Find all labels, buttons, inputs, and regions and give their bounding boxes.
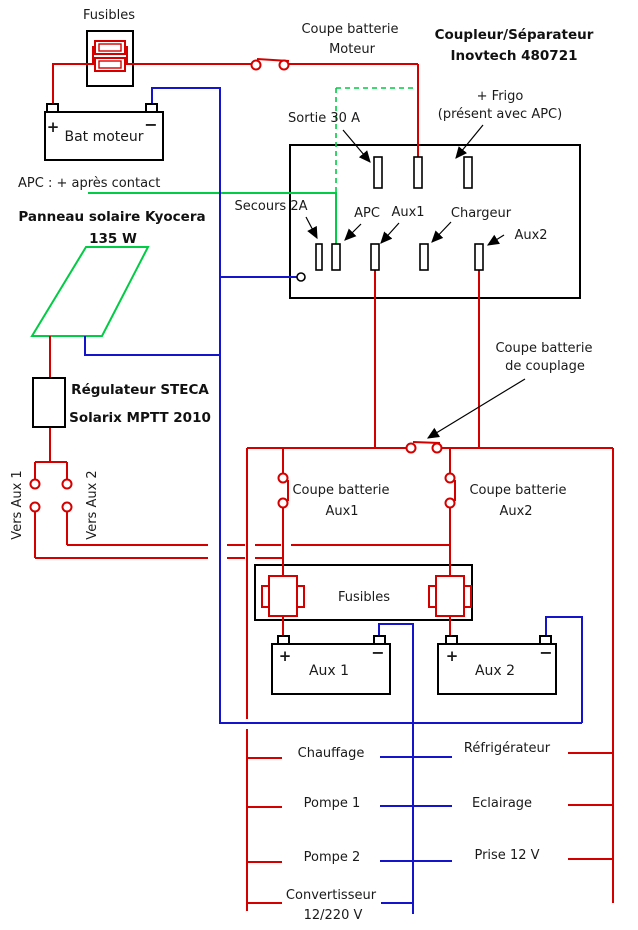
engine-battery-cutoff-switch xyxy=(250,58,290,71)
aux2-arrow xyxy=(486,234,505,246)
regulator-label-1: Régulateur STECA xyxy=(71,382,209,398)
engine-fuses xyxy=(94,40,126,72)
frigo-terminal xyxy=(463,156,473,189)
aux1-terminal xyxy=(370,243,380,271)
aux1-battery-label: Aux 1 xyxy=(309,663,349,679)
negative-wires xyxy=(84,87,583,914)
aux2-cutoff-switch xyxy=(444,472,456,509)
coupling-cutoff-label-2: de couplage xyxy=(505,359,585,374)
frigo-label-2: (présent avec APC) xyxy=(438,107,562,122)
aux2-fuse xyxy=(428,575,472,617)
engine-battery-label: Bat moteur xyxy=(64,129,143,145)
annotation-arrows xyxy=(305,124,526,439)
sortie-label: Sortie 30 A xyxy=(288,111,360,126)
load-convertisseur-1: Convertisseur xyxy=(286,888,377,903)
engine-cutoff-label-2: Moteur xyxy=(329,42,376,57)
aux1-minus: − xyxy=(371,643,384,662)
load-pompe2: Pompe 2 xyxy=(304,850,361,865)
frigo-label-1: + Frigo xyxy=(477,89,524,104)
apc-terminal xyxy=(331,243,341,271)
apc-note: APC : + après contact xyxy=(18,176,160,191)
secours-arrow xyxy=(305,216,318,240)
aux1-battery xyxy=(271,635,391,695)
load-convertisseur-2: 12/220 V xyxy=(304,908,363,923)
coupler-title-2: Inovtech 480721 xyxy=(451,48,578,64)
aux2-minus: − xyxy=(539,643,552,662)
positive-wires xyxy=(34,46,614,911)
aux2-battery-label: Aux 2 xyxy=(475,663,515,679)
aux2-cutoff-label-2: Aux2 xyxy=(499,504,532,519)
solar-panel-label-2: 135 W xyxy=(89,231,137,247)
aux2-plus: + xyxy=(446,647,459,665)
load-eclairage: Eclairage xyxy=(472,796,532,811)
apc-wire xyxy=(88,87,418,245)
aux1-arrow xyxy=(380,222,400,244)
sortie-arrow xyxy=(342,129,371,163)
secours-label: Secours 2A xyxy=(234,199,307,214)
aux2-terminal-label: Aux2 xyxy=(514,228,547,243)
aux2-battery xyxy=(437,635,557,695)
apc-arrow xyxy=(344,223,362,241)
negative-terminal xyxy=(296,272,306,282)
engine-fuse-box-label: Fusibles xyxy=(83,8,135,23)
load-chauffage: Chauffage xyxy=(298,746,365,761)
aux1-cutoff-label-2: Aux1 xyxy=(325,504,358,519)
apc-label: APC xyxy=(354,206,380,221)
chargeur-label: Chargeur xyxy=(451,206,512,221)
chargeur-terminal xyxy=(419,243,429,271)
aux1-terminal-label: Aux1 xyxy=(391,205,424,220)
engine-battery xyxy=(44,103,164,161)
aux2-cutoff-label-1: Coupe batterie xyxy=(469,483,566,498)
coupler-terminals xyxy=(296,156,484,282)
load-pompe1: Pompe 1 xyxy=(304,796,361,811)
engine-battery-plus: + xyxy=(47,118,60,136)
coupling-arrow xyxy=(426,378,526,439)
vers-aux1-label: Vers Aux 1 xyxy=(10,470,25,539)
engine-battery-minus: − xyxy=(144,115,157,134)
solar-regulator-box xyxy=(32,377,66,428)
secours-terminal xyxy=(315,243,323,271)
solar-panel-shape xyxy=(30,246,150,337)
aux1-cutoff-switch xyxy=(277,472,289,509)
coupler-separator-box xyxy=(289,144,581,299)
chargeur-arrow xyxy=(431,221,452,243)
coupling-cutoff-label-1: Coupe batterie xyxy=(495,341,592,356)
solar-panel-label-1: Panneau solaire Kyocera xyxy=(18,209,205,225)
load-refrigerateur: Réfrigérateur xyxy=(464,741,551,756)
regulator-label-2: Solarix MPTT 2010 xyxy=(69,410,211,426)
engine-cutoff-label-1: Coupe batterie xyxy=(301,22,398,37)
input-terminal xyxy=(413,156,423,189)
frigo-arrow xyxy=(455,124,484,159)
aux1-plus: + xyxy=(279,647,292,665)
aux1-fuse xyxy=(261,575,305,617)
sortie-30a-terminal xyxy=(373,156,383,189)
load-prise12v: Prise 12 V xyxy=(474,848,539,863)
vers-aux2-label: Vers Aux 2 xyxy=(85,470,100,539)
aux1-cutoff-label-1: Coupe batterie xyxy=(292,483,389,498)
coupling-cutoff-switch xyxy=(405,441,443,454)
aux-fuse-box-label: Fusibles xyxy=(338,590,390,605)
vers-aux-connectors xyxy=(29,478,73,513)
engine-fuse-box xyxy=(86,30,134,87)
aux2-terminal xyxy=(474,243,484,271)
coupler-title-1: Coupleur/Séparateur xyxy=(435,27,594,43)
